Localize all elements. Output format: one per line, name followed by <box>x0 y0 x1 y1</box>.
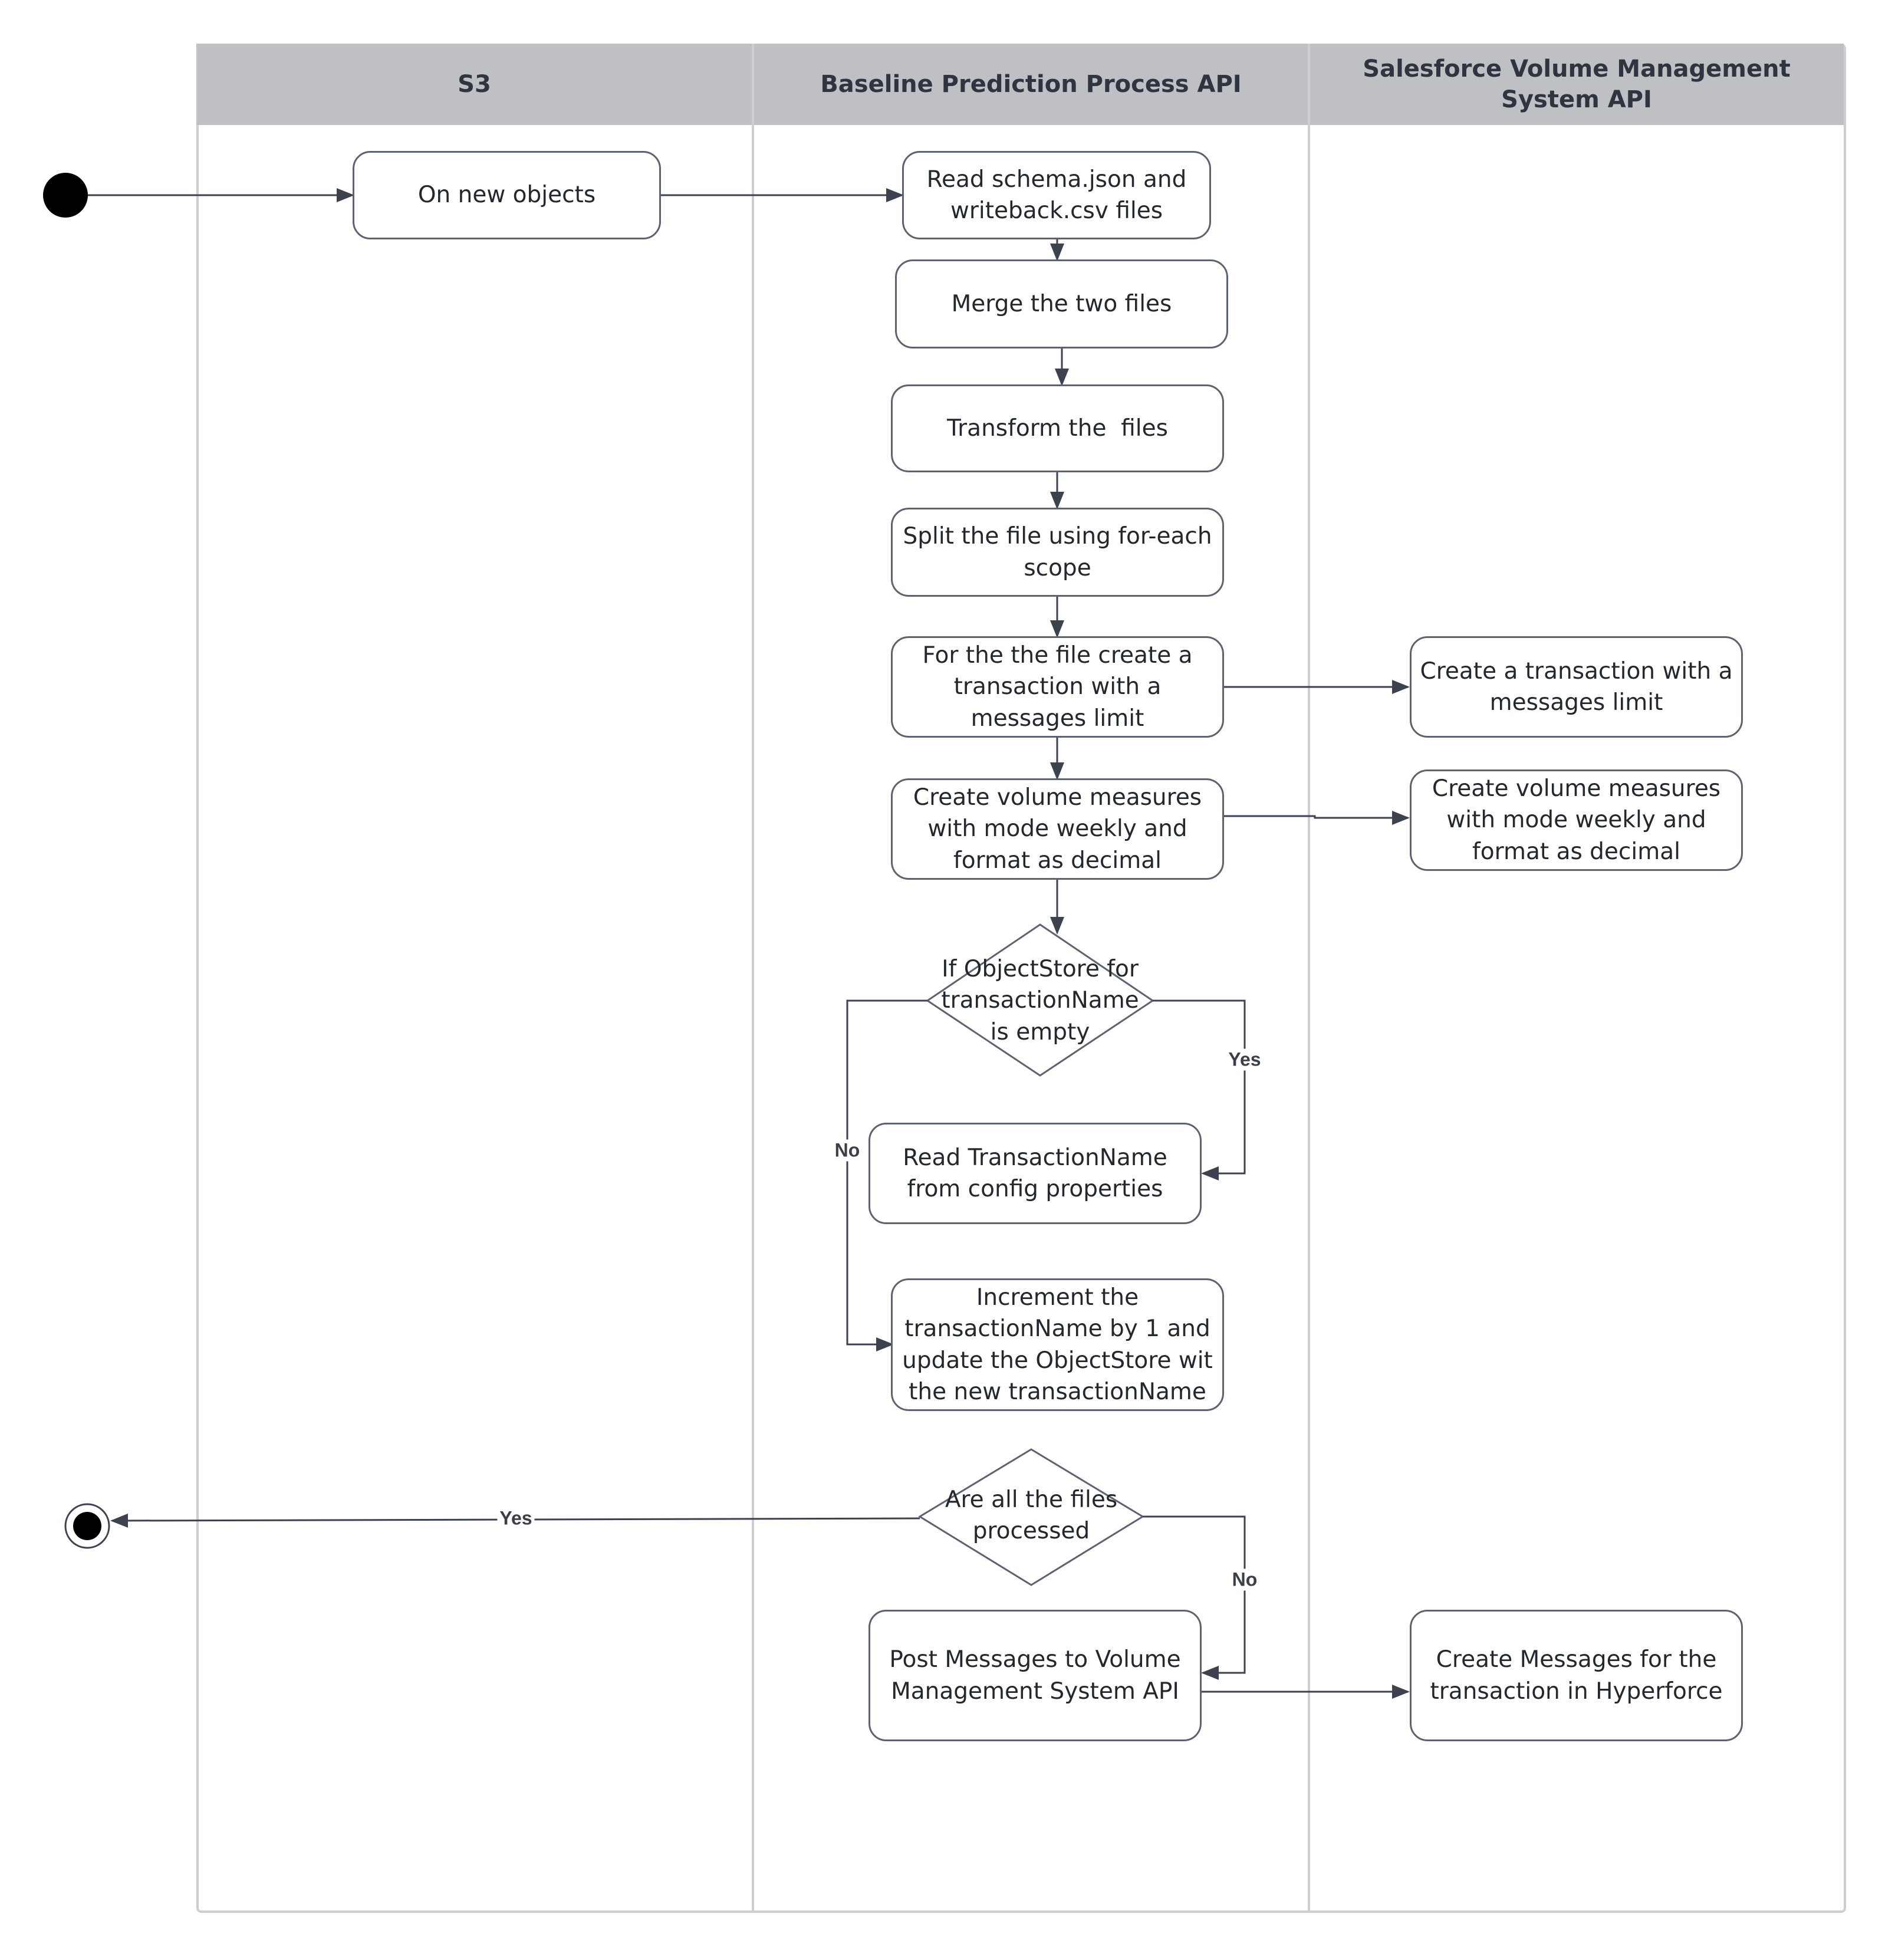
activity-label: Post Messages to Volume Management Syste… <box>889 1646 1181 1705</box>
decision-diamond-files-processed <box>918 1448 1144 1586</box>
start-node <box>43 173 88 218</box>
lane-title-volume-management: Salesforce Volume Management System API <box>1363 55 1791 113</box>
decision-text: Are all the files processed <box>945 1486 1118 1544</box>
end-node <box>64 1503 110 1549</box>
activity-label: Split the file using for-each scope <box>903 523 1212 581</box>
edge-to-vms-volume-measures <box>1222 811 1410 825</box>
activity-post-messages: Post Messages to Volume Management Syste… <box>868 1610 1202 1741</box>
edge-label-processed-yes: Yes <box>497 1507 535 1530</box>
lane-title-s3: S3 <box>458 71 491 98</box>
activity-label: On new objects <box>417 182 596 209</box>
decision-objectstore-label: If ObjectStore for transactionName is em… <box>937 951 1143 1051</box>
activity-label: Create Messages for the transaction in H… <box>1430 1646 1723 1705</box>
edge-objectstore-yes <box>1153 999 1246 1180</box>
edge-processed-no <box>1143 1515 1246 1680</box>
activity-label: For the the file create a transaction wi… <box>922 642 1193 732</box>
activity-label: Create volume measures with mode weekly … <box>1432 775 1721 865</box>
activity-read-files: Read schema.json and writeback.csv files <box>902 151 1211 239</box>
decision-text: If ObjectStore for transactionName is em… <box>941 956 1139 1045</box>
activity-label: Increment the transactionName by 1 and u… <box>902 1284 1213 1405</box>
lane-header-baseline-prediction: Baseline Prediction Process API <box>754 44 1308 125</box>
edge-label-processed-no: No <box>1229 1568 1260 1591</box>
edge-label-objectstore-no: No <box>832 1139 863 1162</box>
activity-label: Create volume measures with mode weekly … <box>913 784 1202 874</box>
activity-merge-files: Merge the two files <box>895 259 1228 348</box>
activity-split-file: Split the file using for-each scope <box>891 508 1224 597</box>
activity-label: Read schema.json and writeback.csv files <box>926 166 1187 224</box>
activity-create-volume-measures: Create volume measures with mode weekly … <box>891 778 1224 880</box>
lane-divider <box>752 44 754 1913</box>
edge-label-objectstore-yes: Yes <box>1226 1048 1264 1071</box>
edge-objectstore-no <box>846 999 927 1351</box>
activity-label: Transform the files <box>947 415 1168 442</box>
activity-increment-transaction: Increment the transactionName by 1 and u… <box>891 1278 1224 1411</box>
lane-header-volume-management: Salesforce Volume Management System API <box>1310 44 1844 125</box>
lane-divider <box>1308 44 1310 1913</box>
activity-transform-files: Transform the files <box>891 384 1224 472</box>
activity-create-transaction: For the the file create a transaction wi… <box>891 636 1224 738</box>
activity-label: Merge the two files <box>951 290 1172 317</box>
decision-files-processed-label: Are all the files processed <box>937 1474 1125 1557</box>
activity-label: Create a transaction with a messages lim… <box>1420 657 1733 716</box>
activity-vms-create-transaction: Create a transaction with a messages lim… <box>1410 636 1743 738</box>
activity-vms-create-messages: Create Messages for the transaction in H… <box>1410 1610 1743 1741</box>
lane-header-s3: S3 <box>196 44 752 125</box>
activity-vms-create-volume-measures: Create volume measures with mode weekly … <box>1410 769 1743 871</box>
activity-read-transaction-name: Read TransactionName from config propert… <box>868 1123 1202 1224</box>
decision-diamond-objectstore <box>926 923 1154 1077</box>
activity-label: Read TransactionName from config propert… <box>903 1144 1167 1202</box>
activity-on-new-objects: On new objects <box>353 151 661 239</box>
lane-title-baseline-prediction: Baseline Prediction Process API <box>820 71 1242 98</box>
